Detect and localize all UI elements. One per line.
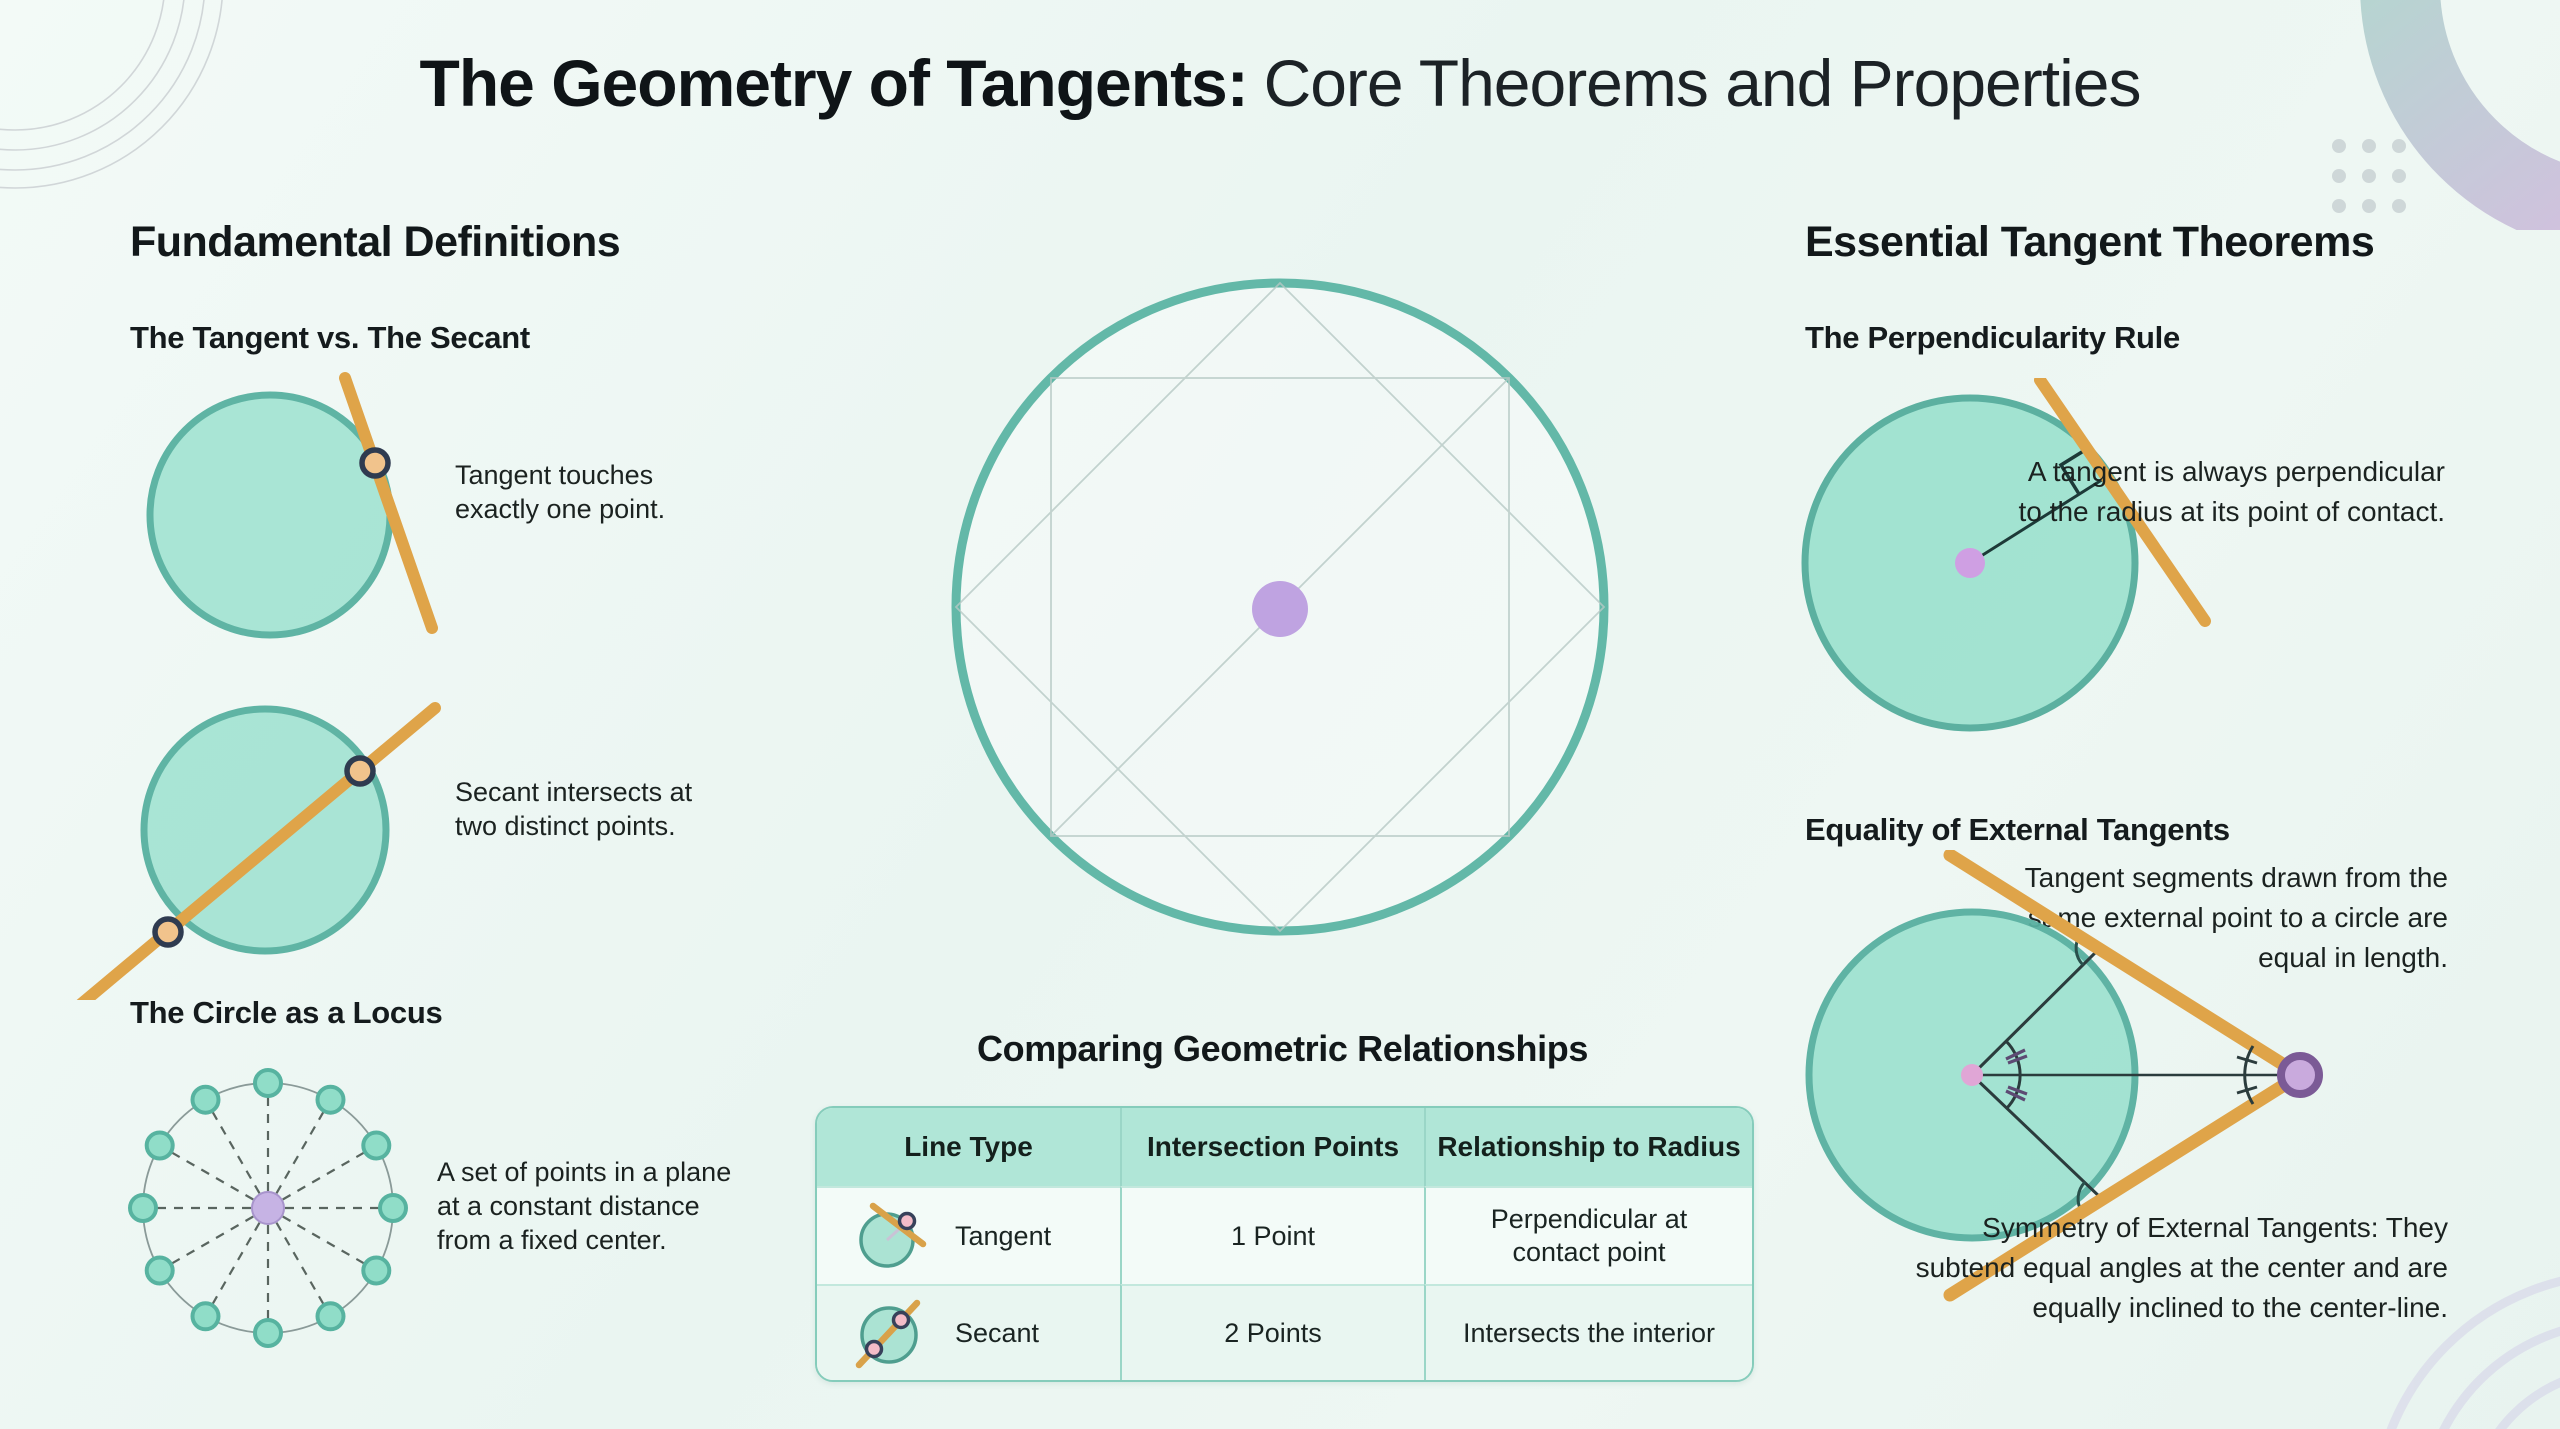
- line-type-value: Secant: [955, 1317, 1040, 1348]
- secant-line: [76, 702, 441, 1000]
- locus-caption: A set of points in a plane at a constant…: [437, 1157, 732, 1255]
- table-header-intersection-points: Intersection Points: [1120, 1108, 1424, 1186]
- locus-points: [128, 1068, 408, 1348]
- external-tangents-diagram: [1805, 850, 2323, 1302]
- external-angle-arc: [2243, 1045, 2255, 1105]
- secant-caption: Secant intersects at two distinct points…: [455, 777, 693, 841]
- circle-center-point: [1955, 548, 1985, 578]
- intersection-points-value: 2 Points: [1120, 1284, 1424, 1380]
- locus-center-point: [251, 1191, 285, 1225]
- radius-to-upper-tangency: [1970, 946, 2102, 1077]
- external-point: [2277, 1052, 2323, 1098]
- tangent-caption: Tangent touches exactly one point.: [455, 460, 666, 524]
- table-row: Tangent: [817, 1186, 1120, 1284]
- relationship-value: Perpendicular at contact point: [1424, 1186, 1752, 1284]
- tangent-mini-icon: [859, 1202, 927, 1268]
- subheading-tangent-vs-secant: The Tangent vs. The Secant: [130, 320, 530, 355]
- section-heading-essential-theorems: Essential Tangent Theorems: [1805, 218, 2375, 266]
- locus-diagram: [128, 1068, 408, 1348]
- circle-shape: [146, 391, 394, 639]
- secant-circle-diagram: [76, 702, 441, 1000]
- intersection-points-value: 1 Point: [1120, 1186, 1424, 1284]
- page-title-regular: Core Theorems and Properties: [1263, 46, 2142, 120]
- tangent-line: [2034, 378, 2211, 627]
- secant-point-upper: [344, 755, 376, 787]
- equal-angle-double-ticks: [2005, 1048, 2028, 1102]
- external-angle-ticks: [2236, 1055, 2258, 1095]
- center-angle-arc: [2004, 1039, 2022, 1111]
- subheading-perpendicularity-rule: The Perpendicularity Rule: [1805, 320, 2180, 355]
- line-type-value: Tangent: [955, 1220, 1052, 1251]
- page-title: The Geometry of Tangents:Core Theorems a…: [0, 44, 2560, 122]
- subheading-equality-external-tangents: Equality of External Tangents: [1805, 812, 2230, 847]
- tangent-line: [339, 372, 438, 634]
- comparison-table: Line Type Intersection Points Relationsh…: [815, 1106, 1754, 1382]
- corner-arcs-top-left-decoration: [0, 0, 223, 189]
- tangent-circle-diagram: [146, 372, 438, 639]
- locus-radius-dashes: [143, 1083, 393, 1333]
- perpendicularity-caption: A tangent is always perpendicular to the…: [2018, 456, 2445, 527]
- upper-tangent-line: [1943, 850, 2307, 1082]
- secant-point-lower: [152, 916, 184, 948]
- right-angle-marker: [2058, 445, 2091, 495]
- secant-mini-icon: [855, 1299, 921, 1369]
- symmetry-caption: Symmetry of External Tangents: They subt…: [1915, 1212, 2448, 1323]
- table-header-relationship: Relationship to Radius: [1424, 1108, 1752, 1186]
- circle-center-point: [1961, 1064, 1983, 1086]
- dots-grid-decoration: [2332, 139, 2406, 213]
- radius-to-lower-tangency: [1970, 1073, 2104, 1201]
- tangent-contact-point: [359, 447, 391, 479]
- relationship-value: Intersects the interior: [1424, 1284, 1752, 1380]
- perpendicularity-diagram: [1801, 378, 2211, 732]
- circle-shape: [140, 705, 390, 955]
- table-row: Secant: [817, 1284, 1120, 1380]
- central-center-point: [1252, 581, 1308, 637]
- section-heading-fundamental-definitions: Fundamental Definitions: [130, 218, 621, 266]
- equality-caption: Tangent segments drawn from the same ext…: [2024, 862, 2448, 973]
- table-header-line-type: Line Type: [817, 1108, 1120, 1186]
- subheading-circle-as-locus: The Circle as a Locus: [130, 995, 443, 1030]
- page-title-bold: The Geometry of Tangents:: [419, 46, 1249, 120]
- table-title: Comparing Geometric Relationships: [977, 1028, 1588, 1069]
- lower-tangent-line: [1943, 1068, 2307, 1302]
- central-circle-diagram: [951, 278, 1609, 936]
- radius-line: [1969, 474, 2109, 565]
